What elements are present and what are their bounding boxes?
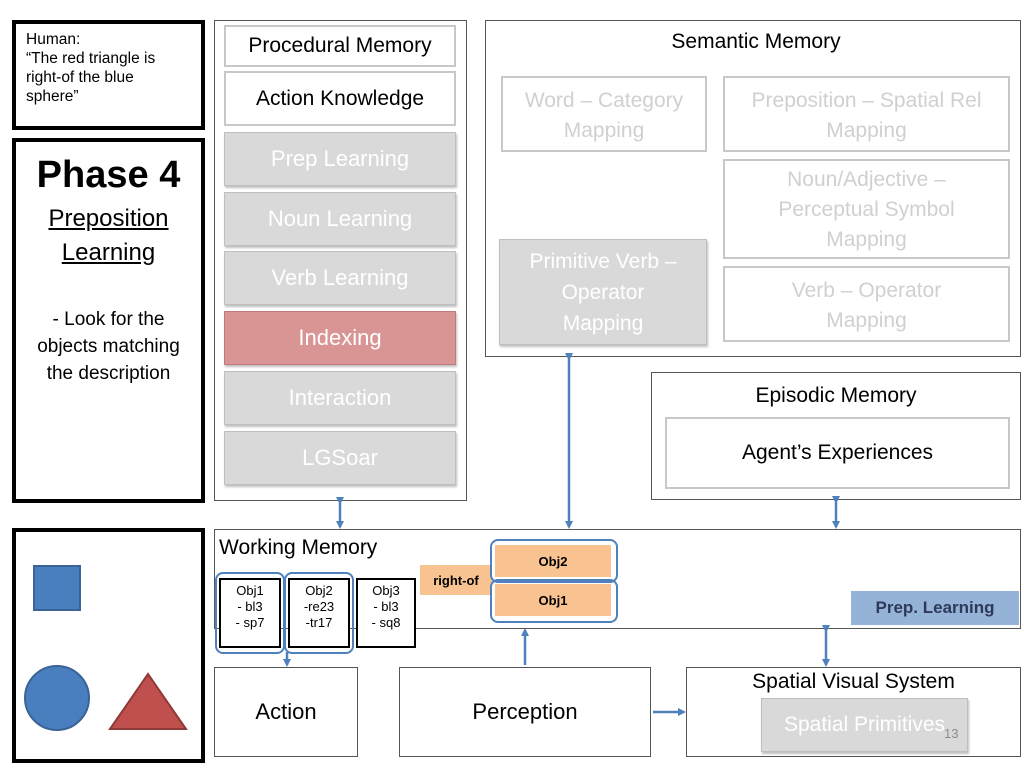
phase-subtitle-2: Learning	[61, 239, 156, 266]
word-category-line-1: Word – Category	[524, 89, 684, 112]
working-memory-panel	[214, 529, 1021, 629]
word-category-box: Word – Category Mapping	[501, 76, 707, 152]
human-line-3: right-of the blue	[26, 69, 134, 86]
obj2-highlight	[284, 572, 354, 654]
rel-obj-obj1: Obj1	[495, 584, 611, 616]
word-category-line-2: Mapping	[563, 119, 645, 142]
proc-item-indexing: Indexing	[224, 311, 456, 365]
phase-subtitle-1: Preposition	[48, 205, 169, 232]
primitive-verb-line-2: Operator	[561, 281, 645, 304]
obj2-attr-1: -re23	[303, 599, 335, 614]
semantic-memory-title: Semantic Memory	[671, 30, 841, 53]
proc-item-noun-learning: Noun Learning	[224, 192, 456, 246]
primitive-verb-line-3: Mapping	[562, 312, 644, 335]
proc-item-lgsoar: LGSoar	[224, 431, 456, 485]
prep-learning-badge: Prep. Learning	[851, 591, 1019, 625]
red-triangle	[108, 672, 188, 730]
episodic-memory-title: Episodic Memory	[755, 384, 917, 407]
wm-object-obj3: Obj3 - bl3 - sq8	[356, 578, 416, 648]
obj1-attr-2: - sp7	[235, 615, 265, 630]
prep-spatial-line-1: Preposition – Spatial Rel	[751, 89, 982, 112]
action-box: Action	[214, 667, 358, 757]
phase-desc-3: the description	[46, 363, 171, 384]
relation-right-of: right-of	[420, 565, 492, 595]
obj1-name: Obj1	[236, 583, 264, 598]
prep-spatial-line-2: Mapping	[826, 119, 907, 142]
slide-number: 13	[944, 726, 959, 741]
noun-adjective-box: Noun/Adjective – Perceptual Symbol Mappi…	[723, 159, 1010, 259]
verb-operator-box: Verb – Operator Mapping	[723, 266, 1010, 342]
blue-sphere	[24, 665, 90, 731]
prep-spatial-box: Preposition – Spatial Rel Mapping	[723, 76, 1010, 152]
obj2-name: Obj2	[305, 583, 333, 598]
wm-object-obj2: Obj2 -re23 -tr17	[288, 578, 350, 648]
human-line-1: Human:	[26, 31, 81, 48]
phase-desc-2: objects matching	[37, 336, 180, 357]
phase-desc-1: - Look for the	[52, 309, 165, 330]
obj1-attr-1: - bl3	[237, 599, 263, 614]
obj3-attr-2: - sq8	[371, 615, 401, 630]
action-knowledge-box: Action Knowledge	[224, 71, 456, 126]
human-quote-box: Human: “The red triangle is right-of the…	[12, 20, 205, 130]
obj3-attr-1: - bl3	[373, 599, 399, 614]
rel-obj2-highlight	[490, 539, 618, 583]
proc-item-verb-learning: Verb Learning	[224, 251, 456, 305]
scene-box	[12, 528, 205, 763]
verb-operator-line-2: Mapping	[826, 309, 907, 332]
semantic-memory-panel	[485, 20, 1021, 357]
verb-operator-line-1: Verb – Operator	[791, 279, 942, 302]
human-line-4: sphere”	[26, 88, 79, 105]
blue-square	[33, 565, 81, 611]
rel-obj1-highlight	[490, 579, 618, 623]
proc-item-prep-learning: Prep Learning	[224, 132, 456, 186]
proc-item-interaction: Interaction	[224, 371, 456, 425]
spatial-primitives-box: Spatial Primitives	[761, 698, 968, 752]
perception-box: Perception	[399, 667, 651, 757]
wm-object-obj1: Obj1 - bl3 - sp7	[219, 578, 281, 648]
obj3-name: Obj3	[372, 583, 400, 598]
procedural-memory-title: Procedural Memory	[224, 25, 456, 67]
scene-shapes	[24, 565, 188, 731]
noun-adj-line-1: Noun/Adjective –	[787, 168, 946, 191]
spatial-visual-title: Spatial Visual System	[752, 670, 955, 693]
phase-box: Phase 4 Preposition Learning - Look for …	[12, 138, 205, 503]
noun-adj-line-3: Mapping	[826, 228, 907, 251]
obj1-highlight	[215, 572, 285, 654]
human-line-2: “The red triangle is	[26, 50, 156, 67]
rel-obj-obj2: Obj2	[495, 545, 611, 577]
primitive-verb-line-1: Primitive Verb –	[529, 250, 677, 273]
obj2-attr-2: -tr17	[305, 615, 333, 630]
primitive-verb-box: Primitive Verb – Operator Mapping	[499, 239, 707, 345]
working-memory-title: Working Memory	[219, 536, 378, 559]
noun-adj-line-2: Perceptual Symbol	[778, 198, 955, 221]
agent-experiences-box: Agent’s Experiences	[665, 417, 1010, 489]
phase-title: Phase 4	[36, 154, 181, 196]
spatial-visual-panel	[686, 667, 1021, 757]
